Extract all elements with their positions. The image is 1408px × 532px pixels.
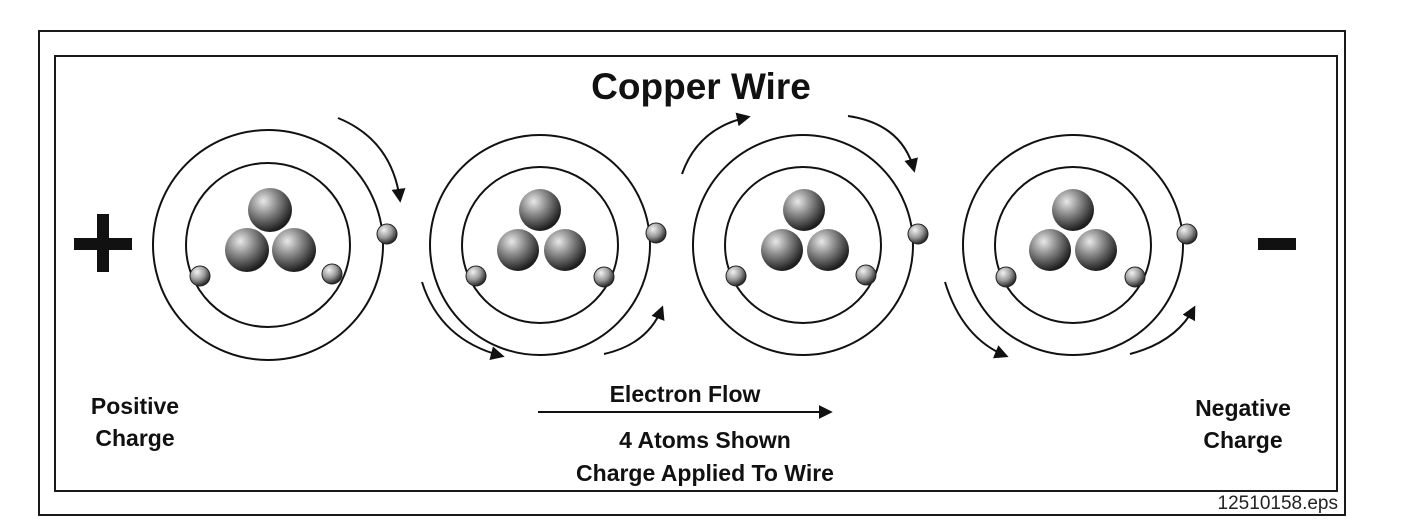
flow-arrow xyxy=(603,305,665,355)
proton xyxy=(225,228,269,272)
proton xyxy=(807,229,849,271)
flow-arrow xyxy=(421,281,505,360)
electron xyxy=(645,222,667,244)
proton xyxy=(1052,189,1094,231)
flow-arrow xyxy=(847,115,918,173)
diagram-frame xyxy=(54,55,1338,492)
flow-arrow xyxy=(1129,305,1196,355)
proton xyxy=(248,188,292,232)
outer-frame xyxy=(38,30,1346,516)
negative-charge-label: Negative Charge xyxy=(1195,395,1291,453)
atoms-shown-text: 4 Atoms Shown xyxy=(619,427,791,453)
atom-2 xyxy=(429,134,667,356)
atom-1 xyxy=(152,129,398,361)
file-name-label: 12510158.eps xyxy=(1217,493,1338,514)
electron xyxy=(907,223,929,245)
atom-3 xyxy=(692,134,929,356)
proton xyxy=(519,189,561,231)
proton xyxy=(497,229,539,271)
flow-arrow xyxy=(681,112,751,175)
flow-arrow xyxy=(337,117,406,203)
positive-charge-label: Positive Charge xyxy=(90,393,180,451)
charge-applied-text: Charge Applied To Wire xyxy=(576,460,834,486)
electron xyxy=(321,263,343,285)
proton xyxy=(761,229,803,271)
proton xyxy=(1029,229,1071,271)
proton xyxy=(1075,229,1117,271)
atoms-caption: 4 Atoms Shown Charge Applied To Wire xyxy=(540,424,870,490)
proton xyxy=(783,189,825,231)
electron xyxy=(465,265,487,287)
proton xyxy=(544,229,586,271)
positive-sign xyxy=(74,214,134,274)
electron xyxy=(995,266,1017,288)
electron xyxy=(189,265,211,287)
flow-arrows xyxy=(337,112,1196,360)
atom-4 xyxy=(962,134,1198,356)
electron xyxy=(725,265,747,287)
proton xyxy=(272,228,316,272)
diagram-title: Copper Wire xyxy=(591,66,811,107)
electron xyxy=(1176,223,1198,245)
electron xyxy=(855,264,877,286)
flow-arrow xyxy=(944,281,1009,359)
electron xyxy=(1124,266,1146,288)
electron xyxy=(593,266,615,288)
electron xyxy=(376,223,398,245)
negative-sign xyxy=(1258,238,1296,250)
electron-flow-label: Electron Flow xyxy=(609,381,761,407)
